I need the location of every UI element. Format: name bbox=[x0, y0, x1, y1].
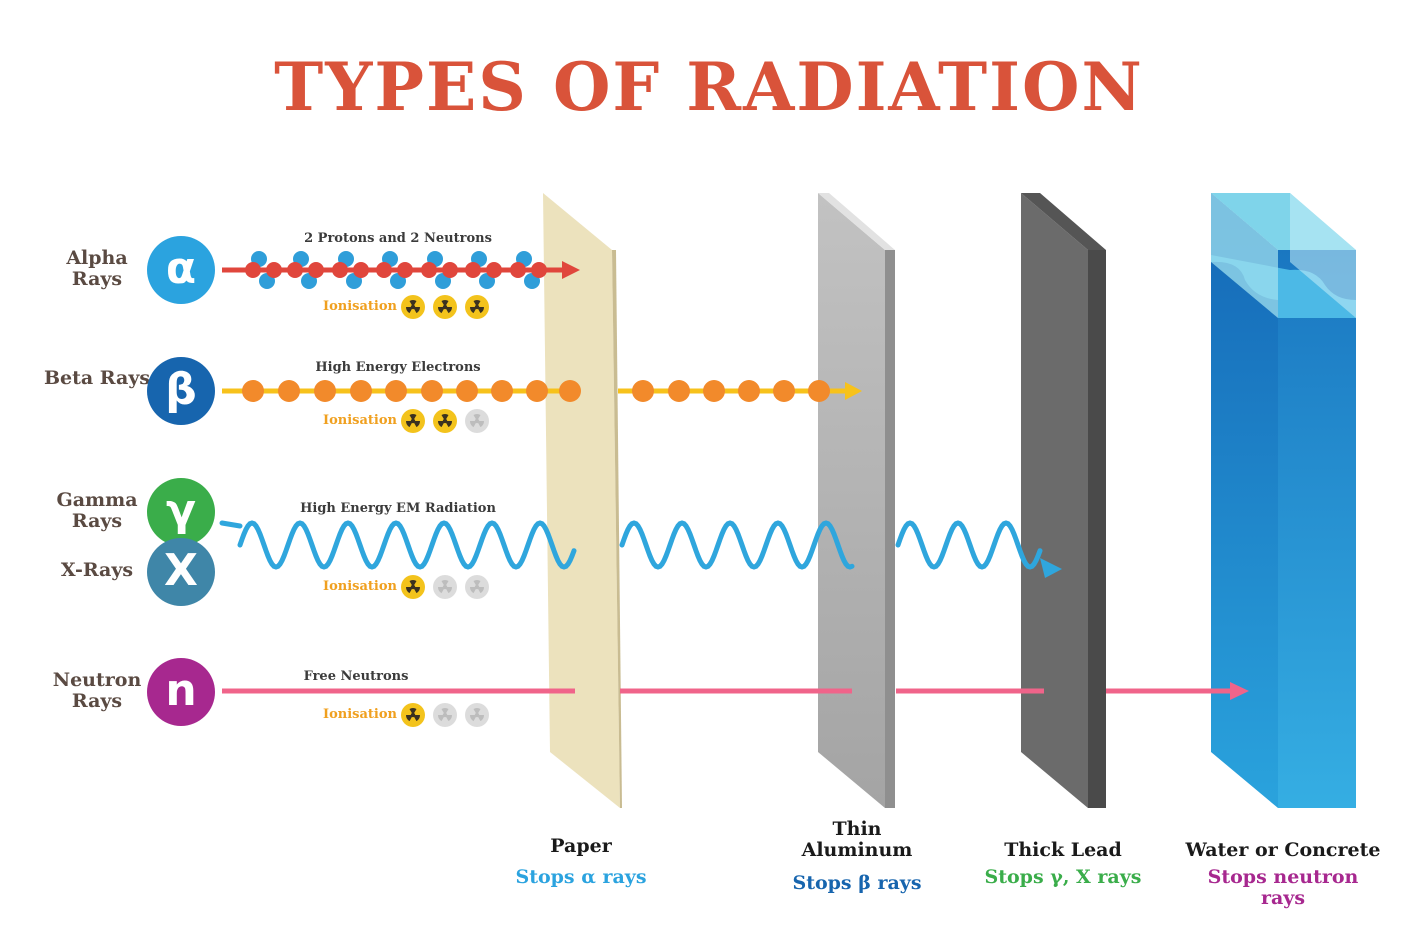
beta-caption: High Energy Electrons bbox=[315, 360, 481, 375]
neutron-label: Neutron Rays bbox=[52, 669, 142, 712]
lead-barrier bbox=[1021, 193, 1106, 808]
alpha-proton bbox=[465, 262, 481, 278]
alpha-ionisation-label: Ionisation bbox=[323, 299, 397, 314]
xray-symbol: X bbox=[147, 538, 215, 606]
alpha-proton bbox=[442, 262, 458, 278]
radiation-icon bbox=[465, 575, 489, 599]
beta-electron bbox=[242, 380, 264, 402]
beta-symbol: β bbox=[147, 357, 215, 425]
em-wave bbox=[237, 520, 577, 570]
beta-electron bbox=[632, 380, 654, 402]
beta-electron bbox=[278, 380, 300, 402]
aluminum-barrier bbox=[818, 193, 895, 808]
alpha-proton bbox=[287, 262, 303, 278]
gamma-label: Gamma Rays bbox=[56, 489, 138, 532]
paper-stops: Stops α rays bbox=[515, 866, 647, 888]
alpha-symbol: α bbox=[147, 236, 215, 304]
radiation-icon bbox=[433, 295, 457, 319]
alpha-proton bbox=[308, 262, 324, 278]
alpha-proton bbox=[421, 262, 437, 278]
alpha-proton bbox=[266, 262, 282, 278]
alpha-arrowhead bbox=[562, 261, 580, 279]
neutron-symbol: n bbox=[147, 658, 215, 726]
alpha-caption: 2 Protons and 2 Neutrons bbox=[304, 231, 492, 246]
beta-electron bbox=[559, 380, 581, 402]
em-caption: High Energy EM Radiation bbox=[300, 501, 496, 516]
alpha-proton bbox=[510, 262, 526, 278]
gamma-symbol: γ bbox=[147, 478, 215, 546]
alpha-proton bbox=[245, 262, 261, 278]
alpha-label: Alpha Rays bbox=[66, 247, 128, 290]
radiation-icon bbox=[401, 703, 425, 727]
radiation-icon bbox=[433, 703, 457, 727]
xray-label: X-Rays bbox=[60, 559, 134, 581]
radiation-icon bbox=[465, 295, 489, 319]
beta-electron bbox=[456, 380, 478, 402]
alpha-proton bbox=[353, 262, 369, 278]
paper-name: Paper bbox=[550, 835, 612, 857]
radiation-icon bbox=[433, 575, 457, 599]
beta-electron bbox=[421, 380, 443, 402]
lead-stops: Stops γ, X rays bbox=[984, 866, 1142, 888]
neutron-arrowhead bbox=[1230, 682, 1249, 700]
em-wave bbox=[895, 520, 1043, 570]
beta-electron bbox=[491, 380, 513, 402]
water-name: Water or Concrete bbox=[1185, 839, 1381, 861]
alpha-proton bbox=[332, 262, 348, 278]
alpha-proton bbox=[531, 262, 547, 278]
radiation-icon bbox=[433, 409, 457, 433]
beta-label: Beta Rays bbox=[43, 367, 151, 389]
radiation-icon bbox=[401, 409, 425, 433]
lead-name: Thick Lead bbox=[1004, 839, 1122, 861]
water-barrier bbox=[1211, 193, 1356, 808]
beta-electron bbox=[808, 380, 830, 402]
beta-electron bbox=[350, 380, 372, 402]
alpha-proton bbox=[486, 262, 502, 278]
radiation-icon bbox=[401, 295, 425, 319]
neutron-caption: Free Neutrons bbox=[303, 669, 409, 684]
beta-electron bbox=[738, 380, 760, 402]
water-stops: Stops neutron rays bbox=[1207, 866, 1359, 909]
beta-electron bbox=[703, 380, 725, 402]
alpha-proton bbox=[397, 262, 413, 278]
beta-electron bbox=[385, 380, 407, 402]
radiation-icon bbox=[401, 575, 425, 599]
beta-ionisation-label: Ionisation bbox=[323, 413, 397, 428]
radiation-icon bbox=[465, 409, 489, 433]
alpha-proton bbox=[376, 262, 392, 278]
em-ionisation-label: Ionisation bbox=[323, 579, 397, 594]
aluminum-name: Thin Aluminum bbox=[801, 818, 913, 861]
paper-barrier bbox=[543, 193, 622, 808]
neutron-ionisation-label: Ionisation bbox=[323, 707, 397, 722]
beta-arrowhead bbox=[845, 382, 862, 400]
beta-electron bbox=[773, 380, 795, 402]
beta-electron bbox=[314, 380, 336, 402]
em-arrowhead bbox=[1040, 558, 1062, 578]
em-wave bbox=[219, 520, 243, 529]
beta-electron bbox=[668, 380, 690, 402]
aluminum-stops: Stops β rays bbox=[792, 872, 922, 894]
page-title: TYPES OF RADIATION bbox=[274, 48, 1144, 126]
beta-electron bbox=[526, 380, 548, 402]
radiation-icon bbox=[465, 703, 489, 727]
em-wave bbox=[619, 520, 855, 570]
